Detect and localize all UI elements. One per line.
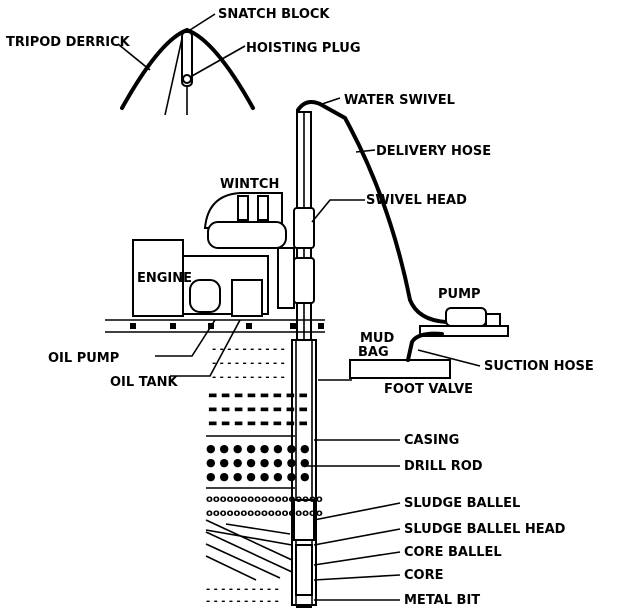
leader-lines xyxy=(117,13,481,601)
label-water-swivel: WATER SWIVEL xyxy=(344,93,455,108)
label-hoisting-plug: HOISTING PLUG xyxy=(246,41,361,56)
label-drill-rod: DRILL ROD xyxy=(404,459,483,474)
ground-surface xyxy=(105,319,325,333)
wintch xyxy=(203,192,295,309)
label-core-ballel: CORE BALLEL xyxy=(404,545,502,560)
svg-text:- - - - - - - - - -: - - - - - - - - - - xyxy=(212,358,285,369)
strata: - - - - - - - - - - - - - - - - - - - - … xyxy=(205,344,323,607)
svg-text:● ● ● ● ● ● ● ●: ● ● ● ● ● ● ● ● xyxy=(206,470,310,483)
svg-text:- - - - - - - - - -: - - - - - - - - - - xyxy=(206,596,279,607)
label-suction-hose: SUCTION HOSE xyxy=(484,359,594,374)
stratum-bottom: - - - - - - - - - - - - - - - - - - - - xyxy=(206,584,279,607)
suction-hose xyxy=(406,331,444,362)
svg-text:▬ ▬ ▬ ▬ ▬ ▬ ▬ ▬: ▬ ▬ ▬ ▬ ▬ ▬ ▬ ▬ xyxy=(208,418,308,429)
label-sludge-ballel-head: SLUDGE BALLEL HEAD xyxy=(404,522,566,537)
label-delivery-hose: DELIVERY HOSE xyxy=(376,144,491,159)
svg-text:ooooooooooooooooo: ooooooooooooooooo xyxy=(206,508,323,519)
label-sludge-ballel: SLUDGE BALLEL xyxy=(404,496,520,511)
svg-text:● ● ● ● ● ● ● ●: ● ● ● ● ● ● ● ● xyxy=(206,442,310,455)
label-swivel-head: SWIVEL HEAD xyxy=(366,193,467,208)
svg-text:● ● ● ● ● ● ● ●: ● ● ● ● ● ● ● ● xyxy=(206,456,310,469)
pump xyxy=(419,307,509,337)
label-core: CORE xyxy=(404,568,443,583)
stratum-rock xyxy=(205,519,293,581)
stratum-dashes-boxes: ▬ ▬ ▬ ▬ ▬ ▬ ▬ ▬ ▬ ▬ ▬ ▬ ▬ ▬ ▬ ▬ ▬ ▬ ▬ ▬ … xyxy=(208,390,308,429)
stratum-pebbles: ooooooooooooooooo ooooooooooooooooo xyxy=(206,494,323,519)
svg-text:- - - - - - - - - -: - - - - - - - - - - xyxy=(212,344,285,355)
svg-text:▬ ▬ ▬ ▬ ▬ ▬ ▬ ▬: ▬ ▬ ▬ ▬ ▬ ▬ ▬ ▬ xyxy=(208,404,308,415)
label-oil-pump: OIL PUMP xyxy=(48,351,119,366)
label-tripod-derrick: TRIPOD DERRICK xyxy=(6,35,131,50)
label-wintch: WINTCH xyxy=(220,177,279,192)
hoisting-plug xyxy=(182,74,192,115)
stratum-gravel: ● ● ● ● ● ● ● ● ● ● ● ● ● ● ● ● ● ● ● ● … xyxy=(206,442,310,483)
label-bag: BAG xyxy=(358,345,389,360)
tripod-derrick xyxy=(120,27,255,116)
label-casing: CASING xyxy=(404,433,459,448)
label-engine: ENGINE xyxy=(137,271,192,286)
svg-text:▬ ▬ ▬ ▬ ▬ ▬ ▬ ▬: ▬ ▬ ▬ ▬ ▬ ▬ ▬ ▬ xyxy=(208,390,308,401)
svg-text:- - - - - - - - - -: - - - - - - - - - - xyxy=(212,372,285,383)
oil-tank xyxy=(231,279,263,317)
label-oil-tank: OIL TANK xyxy=(110,375,178,390)
labels: SNATCH BLOCK TRIPOD DERRICK HOISTING PLU… xyxy=(6,7,594,608)
mud-bag xyxy=(349,359,451,379)
svg-text:ooooooooooooooooo: ooooooooooooooooo xyxy=(206,494,323,505)
label-pump: PUMP xyxy=(438,287,481,302)
label-mud: MUD xyxy=(360,331,394,346)
label-metal-bit: METAL BIT xyxy=(404,593,480,608)
delivery-hose xyxy=(296,100,448,324)
label-snatch-block: SNATCH BLOCK xyxy=(218,7,330,22)
stratum-dashes-small: - - - - - - - - - - - - - - - - - - - - … xyxy=(212,344,285,383)
svg-text:- - - - - - - - - -: - - - - - - - - - - xyxy=(206,584,279,595)
label-foot-valve: FOOT VALVE xyxy=(384,382,473,397)
drill-string xyxy=(291,111,317,608)
